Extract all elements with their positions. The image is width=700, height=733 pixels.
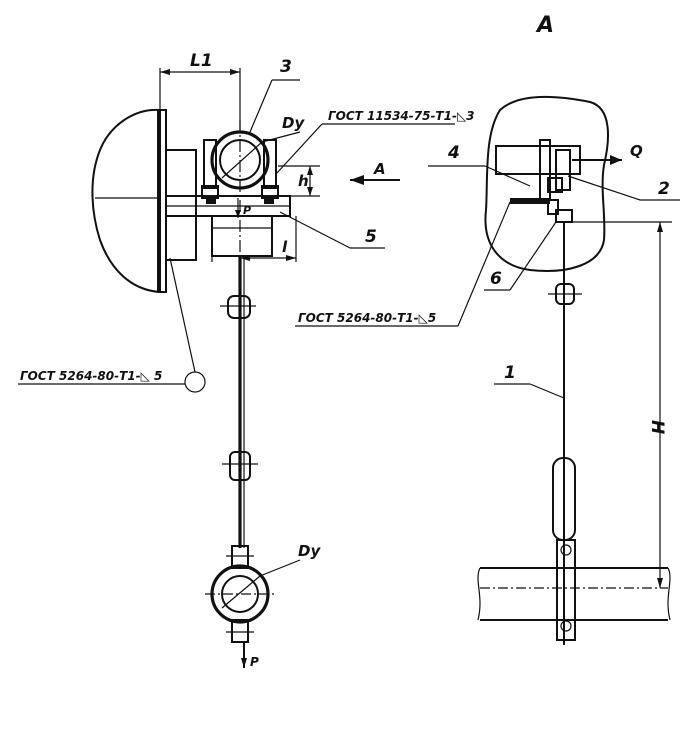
- building-structure-section: [91, 108, 161, 294]
- label-dy-bottom: Dy: [298, 542, 321, 560]
- gost-weld-right: ГОСТ 5264-80-Т1-◺5: [298, 311, 436, 325]
- left-view: [18, 68, 455, 668]
- wall-bracket: [165, 149, 197, 261]
- dim-h-small: h: [298, 172, 309, 190]
- gost-weld-left: ГОСТ 5264-80-Т1-◺ 5: [20, 369, 162, 383]
- column-section: [484, 96, 609, 272]
- right-view-a: [295, 96, 680, 645]
- pos-6: 6: [490, 269, 502, 289]
- label-dy-top: Dy: [282, 114, 305, 132]
- view-label-a: A: [535, 13, 554, 38]
- pos-3: 3: [280, 57, 292, 77]
- label-q: Q: [630, 142, 643, 160]
- pos-5: 5: [365, 227, 377, 247]
- turnbuckle: [229, 451, 251, 481]
- shackle-top: [227, 295, 251, 319]
- gost-weld-top: ГОСТ 11534-75-Т1-◺3: [328, 109, 475, 123]
- label-p-bottom: P: [250, 655, 259, 669]
- pos-1: 1: [504, 363, 516, 383]
- dim-l-small: l: [282, 238, 288, 256]
- dim-h-big: H: [647, 420, 667, 434]
- pos-2: 2: [658, 179, 670, 199]
- label-p-top: P: [243, 204, 251, 217]
- dim-l1: L1: [190, 51, 213, 71]
- pos-4: 4: [447, 143, 460, 163]
- arrow-a-label: A: [373, 160, 386, 178]
